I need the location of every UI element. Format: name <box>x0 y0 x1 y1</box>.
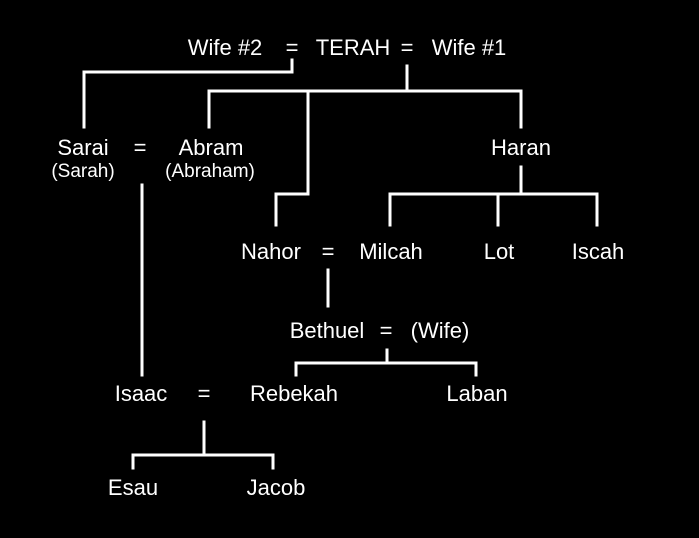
node-esau: Esau <box>107 475 159 500</box>
node-bethuel-wife: (Wife) <box>410 318 470 343</box>
marriage-sign: = <box>379 318 393 343</box>
node-laban: Laban <box>446 381 508 406</box>
node-sarai-alt-name: (Sarah) <box>51 161 115 182</box>
node-bethuel: Bethuel <box>289 318 365 343</box>
node-wife2: Wife #2 <box>187 35 263 60</box>
marriage-sign: = <box>285 35 299 60</box>
node-iscah: Iscah <box>571 239 625 264</box>
marriage-sign: = <box>133 135 147 160</box>
node-milcah: Milcah <box>359 239 423 264</box>
connector-to-nahor-branch <box>274 89 310 196</box>
node-nahor: Nahor <box>241 239 301 264</box>
marriage-sign: = <box>400 35 414 60</box>
node-haran: Haran <box>491 135 551 160</box>
node-isaac: Isaac <box>114 381 168 406</box>
node-sarai: Sarai <box>57 135 109 160</box>
node-abram: Abram <box>178 135 244 160</box>
marriage-sign: = <box>197 381 211 406</box>
node-jacob: Jacob <box>246 475 306 500</box>
node-rebekah: Rebekah <box>249 381 339 406</box>
node-wife1: Wife #1 <box>431 35 507 60</box>
connector-wife2-sarai <box>82 58 294 129</box>
marriage-sign: = <box>321 239 335 264</box>
node-abram-alt-name: (Abraham) <box>165 161 255 182</box>
node-terah: TERAH <box>315 35 391 60</box>
node-lot: Lot <box>483 239 515 264</box>
